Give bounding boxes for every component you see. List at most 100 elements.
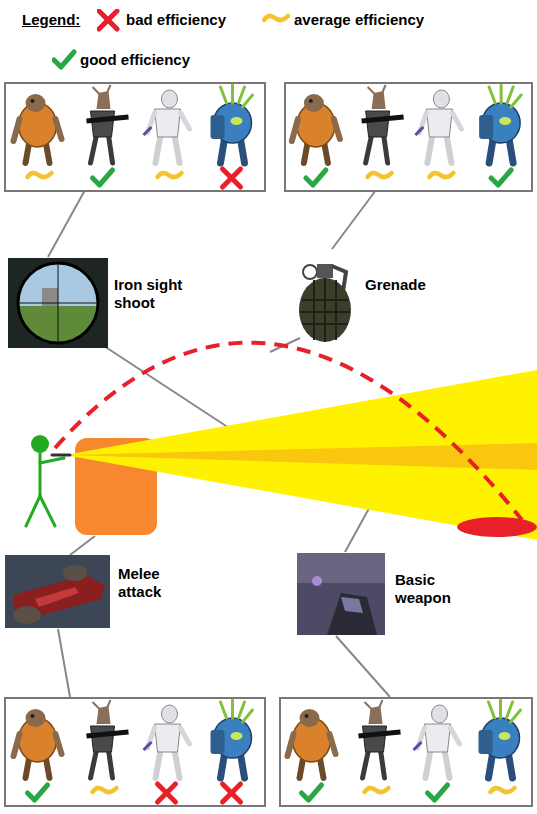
good-mark [93, 170, 113, 185]
average-mark-part [264, 16, 288, 20]
thumbnail [290, 250, 360, 345]
bad-mark-part [158, 784, 176, 802]
enemy-figure-part [414, 742, 422, 750]
enemy-figure [414, 705, 460, 778]
leader-lines-part [336, 636, 390, 697]
average-mark [368, 173, 392, 177]
enemy-figure-part [155, 109, 181, 137]
enemy-figure-part [87, 117, 129, 121]
thumbnail-part [297, 553, 385, 583]
enemy-figure [14, 94, 62, 163]
grenade-arc [55, 343, 522, 520]
thumbnail-part [299, 278, 351, 342]
enemy-figure-part [359, 732, 401, 736]
enemy-figure-part [14, 119, 62, 141]
enemy-figure-part [366, 111, 390, 137]
thumbnail-part [300, 278, 350, 342]
enemy-figure [144, 705, 190, 778]
enemy-figure-part [427, 135, 451, 163]
good-mark [428, 785, 448, 800]
legend-heading: Legend: [22, 11, 80, 29]
enemy-figure [479, 85, 521, 163]
attack-label: Iron sight shoot [114, 276, 194, 312]
enemy-figure [415, 90, 461, 163]
thumbnail-part [8, 258, 108, 348]
legend-sample [97, 9, 127, 33]
legend-text: bad efficiency [126, 11, 226, 29]
thumbnail-part [341, 597, 363, 613]
enemy-figure [211, 85, 253, 163]
bad-mark [99, 11, 117, 29]
player-figure-part [40, 458, 64, 463]
enemy-figure [292, 94, 340, 163]
good-mark-part [302, 785, 322, 800]
average-mark-part [429, 173, 453, 177]
leader-lines-part [58, 629, 70, 697]
enemy-figure-part [155, 724, 181, 752]
enemy-figure-part [91, 111, 115, 137]
enemy-figure [87, 700, 129, 778]
enemy-figure-part [231, 117, 243, 125]
enemy-figure-part [499, 117, 511, 125]
thumbnail-part [35, 587, 79, 607]
bad-mark-part [223, 784, 241, 802]
attack-node: Basic weapon [297, 553, 469, 635]
enemy-figure-part [425, 724, 451, 752]
attack-label: Grenade [365, 276, 445, 294]
thumbnail [5, 555, 110, 628]
enemy-figure-part [479, 730, 493, 754]
enemy-figure-part [144, 742, 152, 750]
enemy-box [280, 698, 532, 806]
bad-mark-part [99, 11, 117, 29]
good-mark-part [28, 785, 48, 800]
average-mark-part [368, 173, 392, 177]
enemy-figure-part [499, 732, 511, 740]
thumbnail-part [312, 576, 322, 586]
enemy-figure-part [419, 113, 461, 133]
thumbnail-part [63, 565, 87, 581]
bad-mark [223, 169, 241, 187]
bad-mark-part [223, 169, 241, 187]
bad-mark [158, 784, 176, 802]
player-figure [26, 435, 70, 526]
enemy-figure-part [91, 135, 113, 163]
enemy-figure-part [93, 700, 111, 710]
blast-zone [457, 517, 537, 537]
average-mark [429, 173, 453, 177]
leader-lines-part [70, 536, 95, 555]
player-figure-part [31, 435, 49, 453]
enemy-figure-part [211, 730, 225, 754]
enemy-figure-part [91, 750, 113, 778]
enemy-box [285, 83, 532, 191]
enemy-figure-part [93, 85, 111, 95]
thumbnail-part [303, 265, 317, 279]
thumbnail-part [297, 553, 385, 635]
enemy-figure-part [305, 714, 309, 718]
enemy-figure-part [26, 94, 46, 112]
leader-lines-part [332, 190, 376, 249]
average-mark [158, 173, 182, 177]
good-mark [306, 170, 326, 185]
enemy-figure-part [366, 135, 388, 163]
enemy-figure-part [144, 127, 152, 135]
attack-label: Basic weapon [395, 571, 467, 607]
bad-mark-part [223, 784, 241, 802]
thumbnail-part-part [58, 263, 59, 343]
enemy-figure-part [156, 750, 180, 778]
enemy-figure-part [365, 700, 383, 710]
enemy-figure-part [91, 726, 115, 752]
average-mark [93, 788, 117, 792]
thumbnail [8, 258, 108, 348]
enemy-figure-part [221, 85, 253, 107]
enemy-figure-part [31, 714, 35, 718]
average-mark [264, 16, 288, 20]
enemy-figure [359, 700, 401, 778]
thumbnail-part [5, 555, 110, 628]
enemy-figure-part [489, 700, 521, 722]
player-figure-part [26, 496, 40, 526]
enemy-figure-part [211, 115, 225, 139]
attack-node: Melee attack [5, 555, 180, 628]
legend-text: average efficiency [294, 11, 424, 29]
attack-node: Grenade [290, 250, 447, 345]
